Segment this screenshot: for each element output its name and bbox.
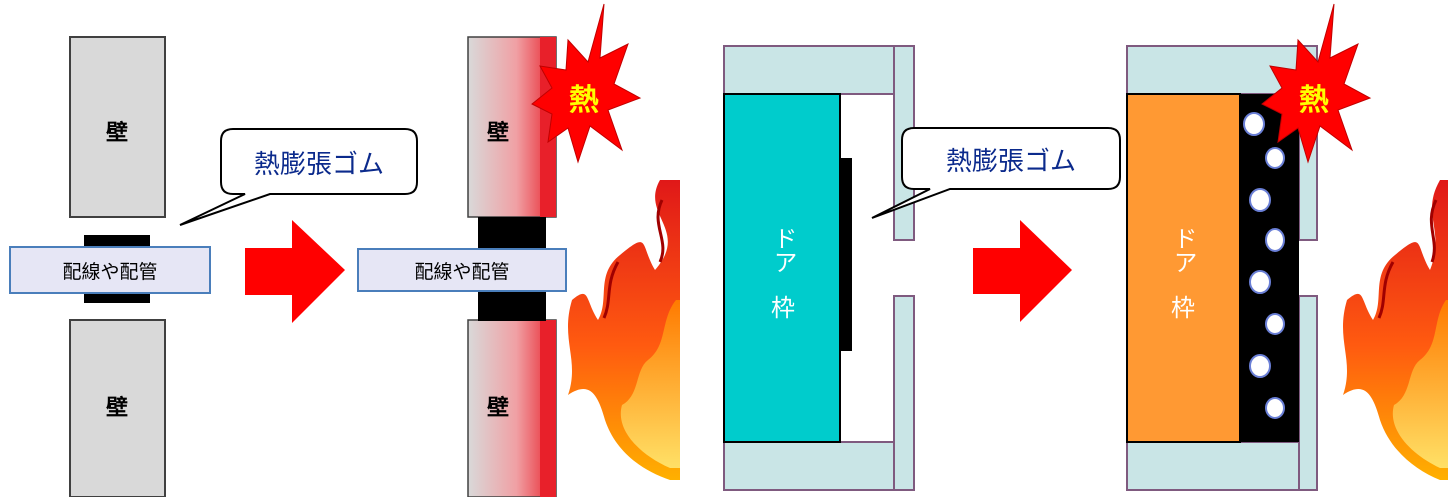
flame-icon (568, 180, 680, 480)
starburst-icon (1261, 3, 1372, 164)
right-arrow-icon (245, 220, 345, 323)
frame-top-bar (723, 45, 895, 95)
rubber-top (84, 235, 150, 247)
panel-2: 壁 壁 配線や配管 熱 (357, 3, 680, 497)
starburst-icon (531, 3, 642, 164)
right-arrow-icon (973, 220, 1072, 322)
panel-1: 壁 壁 配線や配管 熱膨張ゴム (9, 36, 418, 497)
wall-top-label: 壁 (487, 120, 509, 146)
foam-bubbles (1243, 112, 1285, 419)
wall-top-label: 壁 (106, 120, 128, 146)
heat-label: 熱 (569, 83, 599, 118)
frame-bottom-bar (723, 441, 895, 491)
rubber-strip (840, 158, 852, 351)
wall-bottom (69, 319, 166, 497)
door-frame-label-line2: 枠 (771, 294, 795, 322)
flame-icon (1343, 180, 1448, 480)
wall-bottom-label: 壁 (487, 395, 509, 421)
frame-right-bottom (893, 295, 915, 491)
pipe (357, 248, 567, 292)
callout-label: 熱膨張ゴム (254, 150, 384, 180)
panel-3: ドア 枠 熱膨張ゴム (723, 45, 1121, 491)
rubber-expanded (1240, 94, 1299, 442)
pipe (9, 246, 211, 294)
heat-band-bottom (540, 320, 556, 497)
panel-4: ドア 枠 熱 (1126, 3, 1448, 491)
heat-label: 熱 (1299, 83, 1329, 118)
door-frame-label-line2: 枠 (1171, 294, 1195, 322)
rubber-expanded-top (478, 217, 546, 249)
frame-top-bar (1126, 45, 1300, 95)
callout-label: 熱膨張ゴム (946, 147, 1076, 177)
rubber-expanded-bottom (478, 291, 546, 321)
wall-bottom-label: 壁 (106, 395, 128, 421)
callout-bubble (871, 127, 1121, 219)
door-frame-label-line1: ドア (1169, 226, 1197, 274)
frame-bottom-bar (1126, 441, 1300, 491)
pipe-label: 配線や配管 (62, 261, 157, 283)
door-frame (1126, 93, 1241, 443)
door-frame-label-line1: ドア (769, 226, 797, 274)
wall-top (69, 36, 166, 218)
door-frame (723, 93, 841, 443)
callout-bubble (179, 128, 418, 226)
pipe-label: 配線や配管 (414, 261, 509, 283)
frame-right-bottom (1298, 295, 1318, 491)
rubber-bottom (84, 293, 150, 303)
